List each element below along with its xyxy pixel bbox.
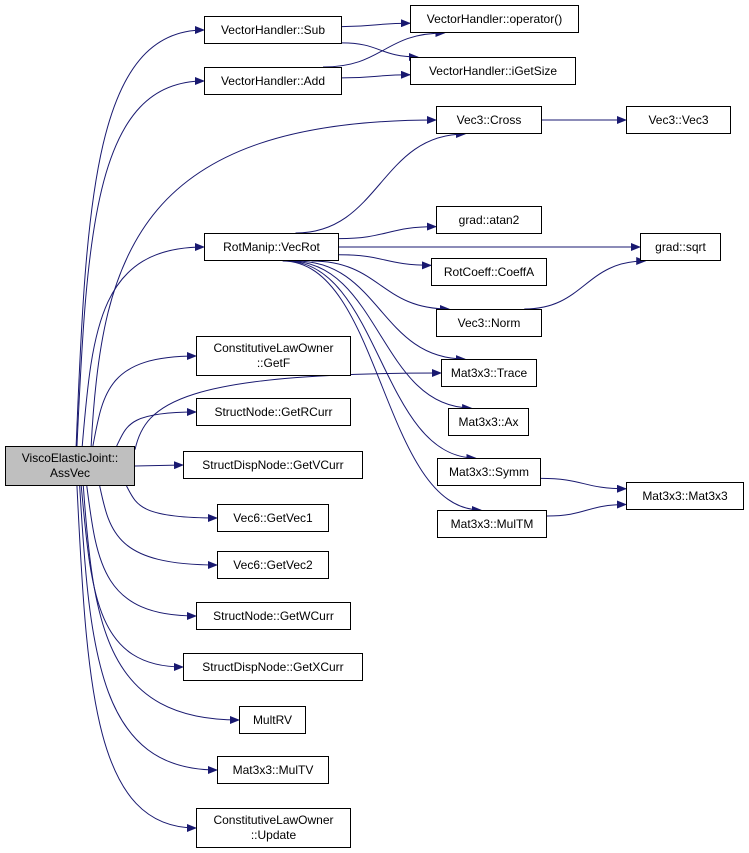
- node-rotmanip-vecrot[interactable]: RotManip::VecRot: [204, 233, 339, 261]
- edge-rot_vecrot-to-vec3_norm: [311, 260, 450, 313]
- node-vec6-getvec1[interactable]: Vec6::GetVec1: [217, 504, 329, 532]
- edge-vh_sub-to-vh_op: [341, 19, 411, 28]
- edge-root-to-claw_update: [76, 485, 197, 832]
- edge-root-to-vec6_getvec1: [126, 485, 218, 522]
- node-grad-atan2[interactable]: grad::atan2: [436, 206, 542, 234]
- edge-rot_vecrot-to-m33_ax: [288, 260, 473, 412]
- node-multrv[interactable]: MultRV: [239, 706, 306, 734]
- edge-m33_symm-to-m33_mat3x3: [540, 477, 627, 493]
- edge-rot_vecrot-to-rot_coeffa: [338, 254, 432, 270]
- edge-root-to-sn_getrcurr: [116, 408, 197, 447]
- node-structnode-getrcurr[interactable]: StructNode::GetRCurr: [196, 398, 351, 426]
- node-vectorhandler-operator[interactable]: VectorHandler::operator(): [410, 5, 579, 33]
- edge-root-to-sdn_getxcurr: [80, 485, 184, 671]
- node-mat3x3-symm[interactable]: Mat3x3::Symm: [437, 458, 541, 486]
- node-structdispnode-getxcurr[interactable]: StructDispNode::GetXCurr: [183, 653, 363, 681]
- edge-root-to-claw_getf: [92, 352, 197, 447]
- edge-root-to-vh_sub: [75, 26, 205, 447]
- node-vectorhandler-sub[interactable]: VectorHandler::Sub: [204, 16, 342, 44]
- node-mat3x3-trace[interactable]: Mat3x3::Trace: [441, 359, 537, 387]
- node-vec3-cross[interactable]: Vec3::Cross: [436, 106, 542, 134]
- edge-root-to-vec3_cross: [90, 116, 437, 447]
- node-structdispnode-getvcurr[interactable]: StructDispNode::GetVCurr: [183, 451, 363, 479]
- node-grad-sqrt[interactable]: grad::sqrt: [640, 233, 721, 261]
- edge-vh_add-to-vh_op: [323, 29, 446, 68]
- edge-rot_vecrot-to-m33_symm: [285, 260, 477, 462]
- edge-vh_add-to-vh_size: [341, 70, 411, 79]
- edge-root-to-sn_getwcurr: [86, 485, 197, 620]
- edge-vec3_norm-to-grad_sqrt: [524, 257, 647, 310]
- edge-rot_vecrot-to-grad_atan2: [338, 222, 437, 240]
- node-structnode-getwcurr[interactable]: StructNode::GetWCurr: [196, 602, 351, 630]
- edge-rot_vecrot-to-m33_multm: [282, 260, 482, 514]
- edge-m33_multm-to-m33_mat3x3: [546, 500, 627, 517]
- edge-root-to-sdn_getvcurr: [134, 461, 184, 470]
- node-rotcoeff-coeffa[interactable]: RotCoeff::CoeffA: [431, 258, 547, 286]
- edge-root-to-m33_multv: [79, 485, 218, 774]
- node-vec6-getvec2[interactable]: Vec6::GetVec2: [217, 551, 329, 579]
- edge-root-to-multrv: [82, 485, 240, 724]
- node-vectorhandler-add[interactable]: VectorHandler::Add: [204, 67, 342, 95]
- node-constitutivelawowner-getf[interactable]: ConstitutiveLawOwner ::GetF: [196, 336, 351, 376]
- node-vec3-vec3[interactable]: Vec3::Vec3: [626, 106, 731, 134]
- edge-rot_vecrot-to-vec3_cross: [295, 130, 467, 234]
- node-viscoelasticjoint-assvec: ViscoElasticJoint:: AssVec: [5, 446, 135, 486]
- node-vec3-norm[interactable]: Vec3::Norm: [436, 309, 542, 337]
- edge-vh_sub-to-vh_size: [341, 42, 419, 61]
- edge-root-to-vh_add: [76, 77, 205, 447]
- edge-rot_vecrot-to-m33_trace: [295, 260, 466, 363]
- node-constitutivelawowner-update[interactable]: ConstitutiveLawOwner ::Update: [196, 808, 351, 848]
- node-mat3x3-multm[interactable]: Mat3x3::MulTM: [437, 510, 547, 538]
- edge-root-to-vec6_getvec2: [99, 485, 218, 569]
- node-vectorhandler-igetsize[interactable]: VectorHandler::iGetSize: [410, 57, 576, 85]
- node-mat3x3-mat3x3[interactable]: Mat3x3::Mat3x3: [626, 482, 744, 510]
- node-mat3x3-multv[interactable]: Mat3x3::MulTV: [217, 756, 329, 784]
- node-mat3x3-ax[interactable]: Mat3x3::Ax: [448, 408, 529, 436]
- edge-root-to-rot_vecrot: [81, 243, 205, 447]
